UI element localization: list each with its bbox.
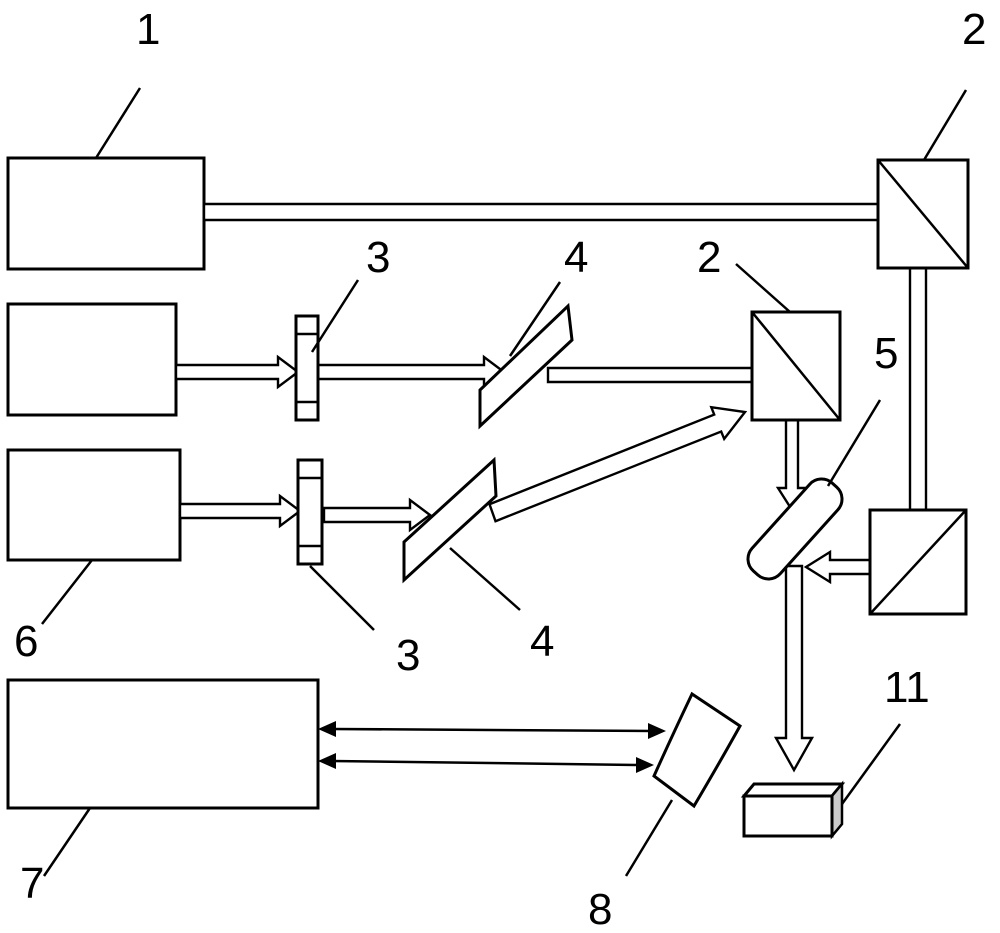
label-target-11: 11 [884,663,930,712]
beam-diagonal-to-splitter-mid [490,407,746,521]
laser-6-box [8,450,180,560]
controller-7-box [8,680,318,808]
label-controller-7: 7 [20,859,44,908]
label-laser-1: 1 [136,5,160,54]
beam-splitter-top [878,160,968,268]
leader-4-lower [450,548,520,610]
label-plate-upper: 3 [366,233,390,282]
label-mirror-upper: 4 [564,233,588,282]
leader-7 [44,808,90,876]
leader-11 [842,724,900,804]
leader-6 [42,560,92,624]
curved-mirror-8 [654,694,740,806]
beam-plate-to-mirror-upper [318,357,504,387]
label-mirror-lower: 4 [530,617,554,666]
wave-plate-lower [298,460,322,564]
beam-upper-laser-to-plate [176,357,298,387]
beam-splitter-mid [752,312,840,420]
leader-1 [96,88,140,158]
bidirectional-beam-lower [318,753,654,773]
beam-lower-laser-to-plate [180,496,300,526]
label-splitter-mid: 2 [697,233,721,282]
beam-mirror-to-splitter-mid [548,360,784,390]
leader-3-lower [310,566,374,630]
beam-mirror5-to-target [776,566,812,770]
label-curved-mirror-8: 8 [588,885,612,933]
bidirectional-beam-upper [318,721,666,739]
beam-splitter-lower-right [870,510,966,614]
beam-splitter-down [902,232,934,550]
beam-plate-to-mirror-lower [324,500,430,530]
laser-1-box [8,158,204,269]
label-laser-6: 6 [14,617,38,666]
label-splitter-top: 2 [962,5,986,54]
label-plate-lower: 3 [396,631,420,680]
wave-plate-upper [296,316,318,420]
leader-2-mid [736,264,790,312]
laser-upper-box [8,304,176,415]
target-11 [744,784,842,836]
leader-2-top [924,90,966,160]
label-combiner-mirror: 5 [874,329,898,378]
leader-8 [626,800,672,876]
beam-laser1-to-splitter [204,196,912,228]
